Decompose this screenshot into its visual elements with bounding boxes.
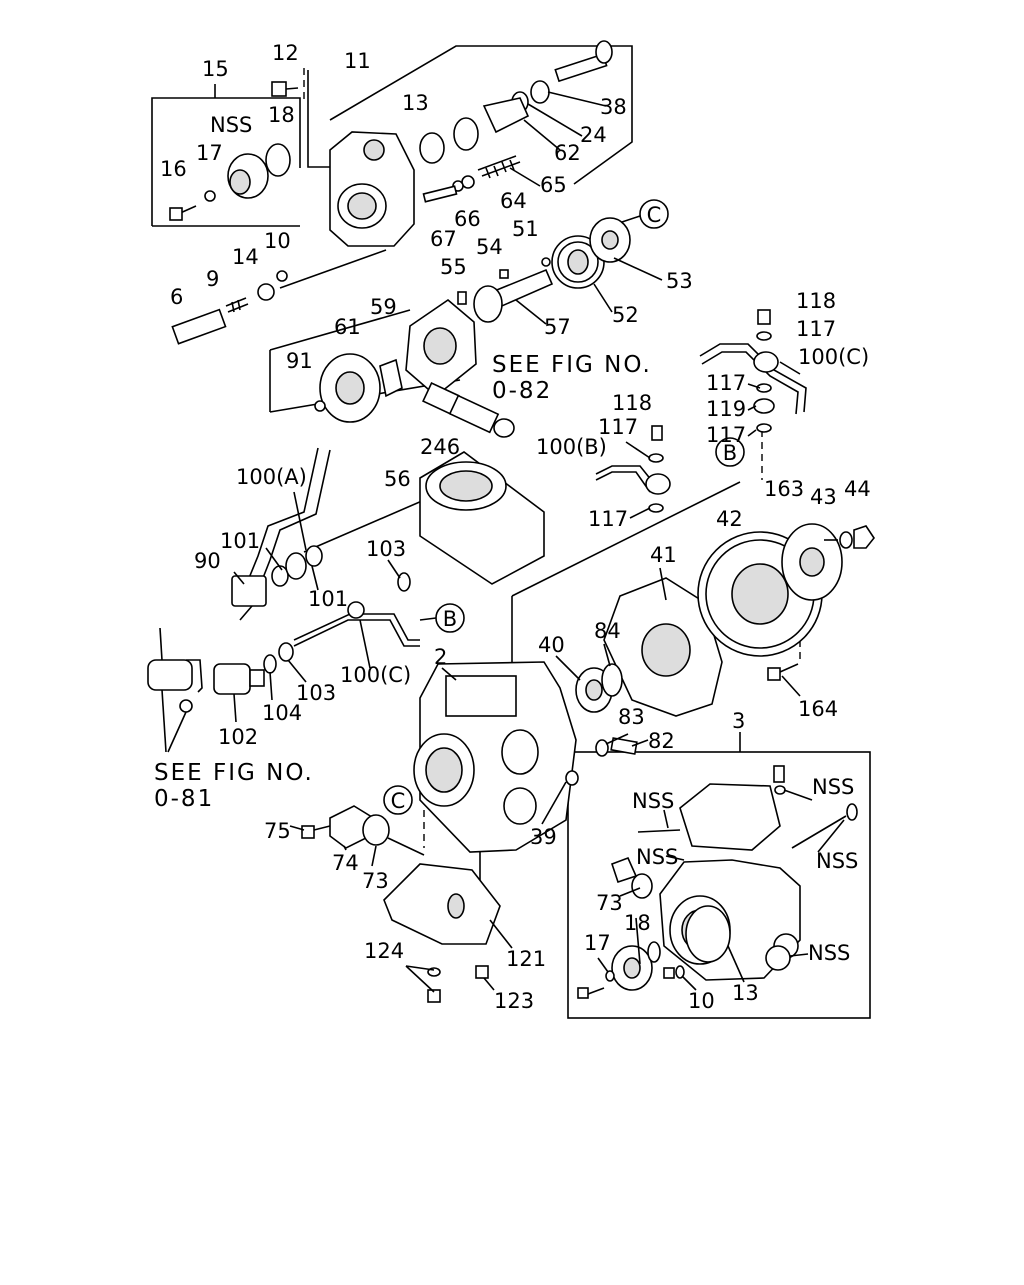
callout-label: 67 bbox=[430, 227, 457, 251]
callout-label: 12 bbox=[272, 41, 299, 65]
callout-label: 59 bbox=[370, 295, 397, 319]
callout-label: 100(A) bbox=[236, 465, 307, 489]
callout-label: 101 bbox=[308, 587, 348, 611]
callout-label: NSS bbox=[210, 113, 252, 137]
callout-label: 17 bbox=[196, 141, 223, 165]
callout-label: 123 bbox=[494, 989, 534, 1013]
callout-label: 3 bbox=[732, 709, 745, 733]
callout-label: 119 bbox=[706, 397, 746, 421]
callout-label: 101 bbox=[220, 529, 260, 553]
callout-label: 13 bbox=[402, 91, 429, 115]
callout-label: 11 bbox=[344, 49, 371, 73]
callout-label: 117 bbox=[796, 317, 836, 341]
callout-label: 18 bbox=[268, 103, 295, 127]
callout-label: 124 bbox=[364, 939, 404, 963]
callout-label: 65 bbox=[540, 173, 567, 197]
callout-label: 103 bbox=[366, 537, 406, 561]
callout-label: NSS bbox=[816, 849, 858, 873]
callout-label: 74 bbox=[332, 851, 359, 875]
callout-label: 117 bbox=[706, 423, 746, 447]
callout-label: 16 bbox=[160, 157, 187, 181]
callout-label: 121 bbox=[506, 947, 546, 971]
callout-label: 17 bbox=[584, 931, 611, 955]
callout-labels: 15 12 11 NSS 18 13 17 16 38 24 62 65 64 … bbox=[160, 41, 871, 1013]
callout-label: 64 bbox=[500, 189, 527, 213]
callout-label: 62 bbox=[554, 141, 581, 165]
callout-label: NSS bbox=[632, 789, 674, 813]
callout-label: 52 bbox=[612, 303, 639, 327]
callout-label: 100(C) bbox=[340, 663, 411, 687]
callout-label: 43 bbox=[810, 485, 837, 509]
callout-label: 117 bbox=[598, 415, 638, 439]
callout-label: 104 bbox=[262, 701, 302, 725]
marker-c-bottom: C bbox=[391, 789, 406, 813]
callout-label: 118 bbox=[796, 289, 836, 313]
marker-b-right: B bbox=[723, 441, 737, 465]
callout-label: 103 bbox=[296, 681, 336, 705]
reference-notes: SEE FIG NO. 0-82 SEE FIG NO. 0-81 bbox=[154, 352, 652, 812]
callout-label: 66 bbox=[454, 207, 481, 231]
callout-label: 73 bbox=[596, 891, 623, 915]
callout-label: 55 bbox=[440, 255, 467, 279]
see-fig-82-line2: 0-82 bbox=[492, 378, 552, 404]
callout-label: 102 bbox=[218, 725, 258, 749]
marker-c-top: C bbox=[647, 203, 662, 227]
callout-label: 15 bbox=[202, 57, 229, 81]
callout-label: 10 bbox=[264, 229, 291, 253]
leader-lines bbox=[233, 91, 845, 993]
callout-label: 83 bbox=[618, 705, 645, 729]
callout-label: 24 bbox=[580, 123, 607, 147]
callout-label: 41 bbox=[650, 543, 677, 567]
callout-label: 100(C) bbox=[798, 345, 869, 369]
see-fig-81-line2: 0-81 bbox=[154, 786, 214, 812]
see-fig-82-line1: SEE FIG NO. bbox=[492, 352, 652, 378]
callout-label: 44 bbox=[844, 477, 871, 501]
callout-label: 51 bbox=[512, 217, 539, 241]
callout-label: 118 bbox=[612, 391, 652, 415]
callout-label: 54 bbox=[476, 235, 503, 259]
callout-label: 117 bbox=[706, 371, 746, 395]
callout-label: 163 bbox=[764, 477, 804, 501]
callout-label: 39 bbox=[530, 825, 557, 849]
callout-label: 246 bbox=[420, 435, 460, 459]
circled-markers: C B B C bbox=[383, 199, 745, 815]
see-fig-81-line1: SEE FIG NO. bbox=[154, 760, 314, 786]
callout-label: 164 bbox=[798, 697, 838, 721]
callout-label: 56 bbox=[384, 467, 411, 491]
callout-label: 82 bbox=[648, 729, 675, 753]
callout-label: 91 bbox=[286, 349, 313, 373]
callout-label: 42 bbox=[716, 507, 743, 531]
callout-label: NSS bbox=[812, 775, 854, 799]
callout-label: 10 bbox=[688, 989, 715, 1013]
callout-label: 38 bbox=[600, 95, 627, 119]
callout-label: 53 bbox=[666, 269, 693, 293]
callout-label: 100(B) bbox=[536, 435, 607, 459]
callout-label: 61 bbox=[334, 315, 361, 339]
callout-label: 14 bbox=[232, 245, 259, 269]
callout-label: 75 bbox=[264, 819, 291, 843]
callout-label: 2 bbox=[434, 645, 447, 669]
callout-label: 84 bbox=[594, 619, 621, 643]
callout-label: 117 bbox=[588, 507, 628, 531]
callout-label: 40 bbox=[538, 633, 565, 657]
callout-label: 73 bbox=[362, 869, 389, 893]
callout-label: 90 bbox=[194, 549, 221, 573]
callout-label: 9 bbox=[206, 267, 219, 291]
callout-label: 57 bbox=[544, 315, 571, 339]
callout-label: NSS bbox=[808, 941, 850, 965]
callout-label: 13 bbox=[732, 981, 759, 1005]
parts-artwork bbox=[147, 40, 875, 1003]
marker-b-left: B bbox=[443, 607, 457, 631]
callout-label: 6 bbox=[170, 285, 183, 309]
